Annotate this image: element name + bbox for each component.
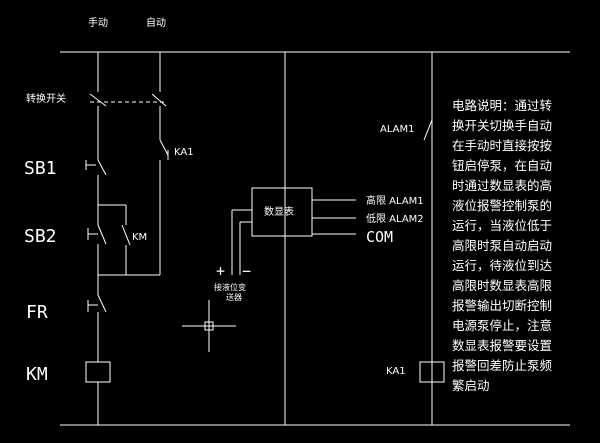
sb2-button (87, 224, 107, 295)
sb1-label: SB1 (24, 158, 57, 179)
note-line: 在手动时直接按按 (452, 138, 552, 153)
km-coil (85, 361, 111, 383)
note-line: 运行，当液位低于 (452, 218, 552, 233)
note-line: 液位报警控制泵的 (452, 198, 552, 213)
sensor-label-2: 送器 (226, 292, 242, 302)
ka1-contact (159, 139, 169, 160)
sensor-label-1: 接液位变 (214, 282, 246, 292)
note-line: 电路说明：通过转 (452, 98, 552, 113)
fr-overload (87, 294, 107, 362)
fr-label: FR (26, 302, 48, 323)
note-line: 运行，待液位到达 (452, 258, 553, 273)
out-low-label: 低限 ALAM2 (366, 212, 424, 225)
ka1-contact-label: KA1 (174, 147, 194, 158)
manual-label: 手动 (88, 16, 108, 29)
km-holding-contact (98, 204, 160, 276)
note-line: 繁启动 (452, 378, 490, 393)
auto-label: 自动 (146, 16, 166, 29)
out-com-label: COM (366, 228, 393, 246)
sb2-label: SB2 (24, 226, 57, 247)
selector-switch (89, 93, 167, 107)
note-line: 数显表报警要设置 (452, 338, 552, 353)
note-line: 钮启停泵，在自动 (452, 158, 552, 173)
circuit-notes: 电路说明：通过转 换开关切换手自动 在手动时直接按按 钮启停泵，在自动 时通过数… (452, 98, 553, 393)
note-line: 报警输出切断控制 (452, 298, 552, 313)
note-line: 报警回差防止泵频 (452, 358, 553, 373)
display-meter-label: 数显表 (264, 205, 294, 218)
selector-switch-label: 转换开关 (26, 92, 66, 105)
out-high-label: 高限 ALAM1 (366, 194, 424, 207)
note-line: 电源泵停止，注意 (452, 318, 552, 333)
note-line: 时通过数显表的高 (452, 178, 552, 193)
km-contact-label: KM (132, 232, 147, 243)
sensor-plus: + (216, 262, 225, 280)
sensor-wires (231, 209, 252, 275)
alam1-contact (423, 119, 433, 141)
note-line: 高限时泵自动启动 (452, 238, 552, 253)
meter-outputs (312, 199, 356, 235)
cad-crosshair (182, 300, 236, 352)
ka1-coil-label: KA1 (386, 366, 406, 377)
sensor-minus: − (242, 262, 251, 280)
km-coil-label: KM (26, 364, 48, 385)
alam1-contact-label: ALAM1 (380, 124, 414, 135)
ka1-coil (419, 361, 445, 383)
display-meter (251, 187, 313, 237)
note-line: 高限时数显表高限 (452, 278, 553, 293)
sb1-button (85, 159, 107, 225)
note-line: 换开关切换手自动 (452, 118, 552, 133)
